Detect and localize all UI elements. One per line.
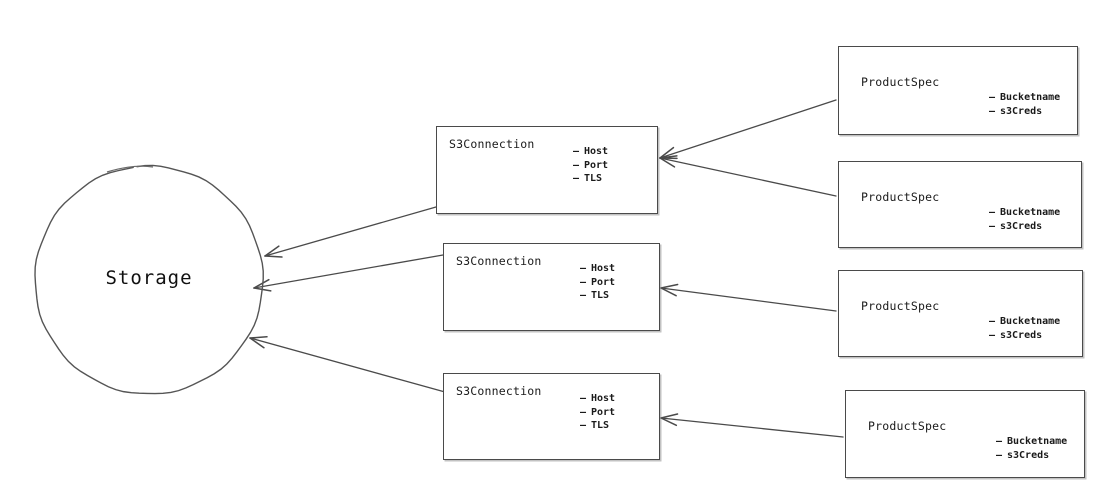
productspec-node-2[interactable]: ProductSpec–Bucketname–s3Creds [838, 161, 1082, 248]
s3connection-title: S3Connection [456, 254, 542, 268]
bullet-dash-icon: – [580, 290, 587, 301]
productspec-node-4[interactable]: ProductSpec–Bucketname–s3Creds [845, 390, 1085, 478]
s3connection-attribute: –Port [580, 406, 615, 420]
arrowhead-stroke-1 [660, 283, 679, 289]
s3connection-attribute: –TLS [580, 289, 615, 303]
s3connection-attribute: –Host [580, 392, 615, 406]
bullet-dash-icon: – [996, 449, 1003, 461]
productspec-4-to-s3connection-3 [660, 413, 844, 438]
productspec-attribute-label: Bucketname [1000, 316, 1061, 327]
s3connection-attribute: –Host [580, 262, 615, 276]
productspec-title: ProductSpec [861, 190, 940, 204]
productspec-attribute-label: Bucketname [1000, 92, 1061, 103]
s3connection-attribute: –TLS [580, 419, 615, 433]
storage-circle-outline [34, 164, 264, 395]
bullet-dash-icon: – [996, 436, 1003, 447]
productspec-attribute-list: –Bucketname–s3Creds [996, 435, 1067, 462]
s3connection-attribute-label: TLS [591, 290, 610, 301]
storage-circle-node[interactable]: Storage [21, 152, 277, 408]
productspec-1-to-s3connection-1 [659, 99, 837, 160]
productspec-attribute-list: –Bucketname–s3Creds [989, 315, 1060, 342]
s3connection-attribute: –TLS [573, 172, 608, 186]
productspec-node-3[interactable]: ProductSpec–Bucketname–s3Creds [838, 270, 1083, 357]
arrowhead-stroke-1 [659, 155, 678, 159]
bullet-dash-icon: – [989, 105, 996, 117]
s3connection-1-to-storage [264, 206, 437, 258]
productspec-attribute-label: Bucketname [1007, 436, 1068, 447]
s3connection-3-to-storage [249, 336, 446, 393]
s3connection-attribute-label: Port [591, 406, 616, 418]
arrowhead-stroke-2 [659, 157, 676, 168]
s3connection-attribute: –Host [573, 145, 608, 159]
s3connection-attribute-label: Host [584, 146, 609, 157]
arrowhead-stroke-1 [659, 146, 675, 159]
arrowhead-stroke-2 [660, 417, 678, 427]
bullet-dash-icon: – [989, 92, 996, 103]
s3connection-node-1[interactable]: S3Connection–Host–Port–TLS [436, 126, 658, 214]
productspec-attribute-label: s3Creds [1000, 220, 1043, 232]
s3connection-attribute-list: –Host–Port–TLS [580, 392, 615, 433]
productspec-attribute-label: s3Creds [1000, 329, 1043, 341]
s3connection-title: S3Connection [456, 384, 542, 398]
s3connection-attribute: –Port [580, 276, 615, 290]
bullet-dash-icon: – [580, 276, 587, 288]
s3connection-node-2[interactable]: S3Connection–Host–Port–TLS [443, 243, 660, 331]
s3connection-attribute-label: Host [591, 263, 616, 274]
bullet-dash-icon: – [580, 393, 587, 404]
productspec-attribute: –Bucketname [989, 91, 1060, 105]
productspec-title: ProductSpec [861, 75, 940, 89]
s3connection-attribute-label: TLS [584, 173, 603, 184]
bullet-dash-icon: – [989, 220, 996, 232]
s3connection-2-to-storage [253, 254, 444, 292]
bullet-dash-icon: – [573, 146, 580, 157]
s3connection-attribute: –Port [573, 159, 608, 173]
arrowhead-stroke-1 [660, 413, 679, 419]
s3connection-attribute-label: Port [591, 276, 616, 288]
productspec-attribute: –s3Creds [989, 220, 1060, 234]
bullet-dash-icon: – [989, 316, 996, 327]
bullet-dash-icon: – [580, 406, 587, 418]
productspec-node-1[interactable]: ProductSpec–Bucketname–s3Creds [838, 46, 1078, 135]
s3connection-node-3[interactable]: S3Connection–Host–Port–TLS [443, 373, 660, 460]
bullet-dash-icon: – [580, 420, 587, 431]
storage-label: Storage [105, 267, 193, 289]
s3connection-attribute-label: TLS [591, 420, 610, 431]
bullet-dash-icon: – [573, 159, 580, 171]
bullet-dash-icon: – [989, 207, 996, 218]
bullet-dash-icon: – [989, 329, 996, 341]
productspec-attribute-list: –Bucketname–s3Creds [989, 206, 1060, 233]
arrowhead-stroke-2 [660, 287, 677, 297]
productspec-3-to-s3connection-2 [660, 283, 837, 312]
bullet-dash-icon: – [573, 173, 580, 184]
s3connection-attribute-label: Host [591, 393, 616, 404]
bullet-dash-icon: – [580, 263, 587, 274]
productspec-attribute: –s3Creds [989, 329, 1060, 343]
s3connection-title: S3Connection [449, 137, 535, 151]
productspec-2-to-s3connection-1 [659, 155, 837, 197]
productspec-attribute: –s3Creds [989, 105, 1060, 119]
productspec-attribute-label: s3Creds [1000, 105, 1043, 117]
productspec-attribute-label: s3Creds [1007, 449, 1050, 461]
s3connection-attribute-label: Port [584, 159, 609, 171]
productspec-attribute: –s3Creds [996, 449, 1067, 463]
productspec-attribute: –Bucketname [996, 435, 1067, 449]
productspec-title: ProductSpec [868, 419, 947, 433]
s3connection-attribute-list: –Host–Port–TLS [580, 262, 615, 303]
productspec-attribute-list: –Bucketname–s3Creds [989, 91, 1060, 118]
productspec-attribute: –Bucketname [989, 206, 1060, 220]
productspec-attribute-label: Bucketname [1000, 207, 1061, 218]
productspec-attribute: –Bucketname [989, 315, 1060, 329]
s3connection-attribute-list: –Host–Port–TLS [573, 145, 608, 186]
productspec-title: ProductSpec [861, 299, 940, 313]
